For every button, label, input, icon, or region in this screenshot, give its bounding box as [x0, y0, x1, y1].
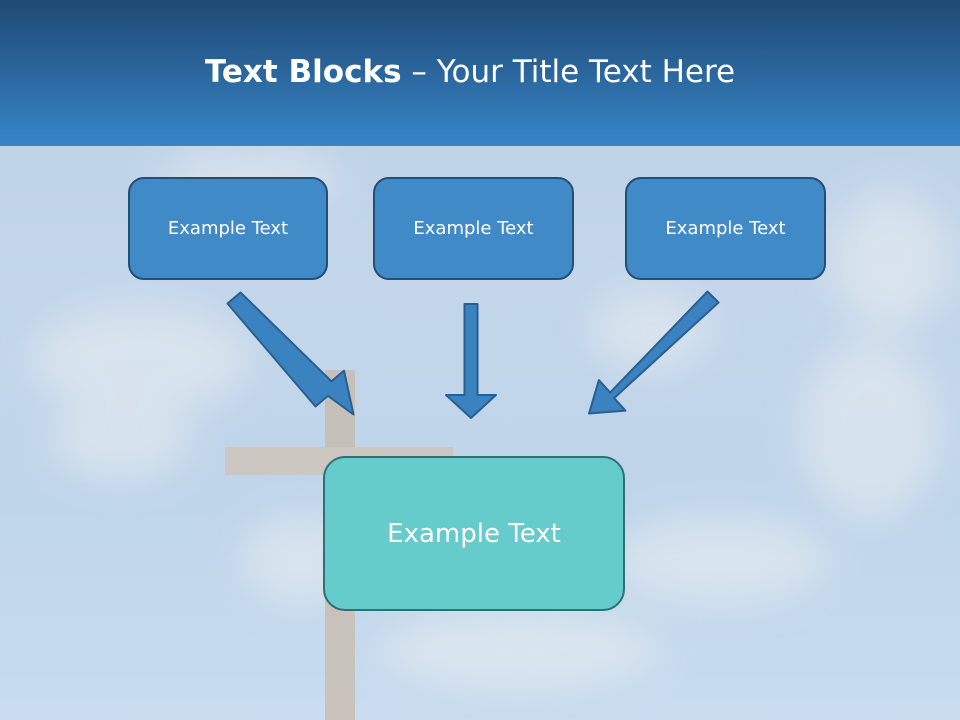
text-block-right[interactable]: Example Text — [625, 177, 826, 280]
text-block-right-label: Example Text — [665, 218, 786, 239]
text-block-middle-label: Example Text — [413, 218, 534, 239]
text-block-left[interactable]: Example Text — [128, 177, 328, 280]
title-bold: Text Blocks — [204, 54, 402, 90]
text-block-center[interactable]: Example Text — [323, 456, 625, 611]
arrow-left-diagonal — [226, 291, 355, 416]
arrow-down — [445, 303, 497, 419]
text-block-middle[interactable]: Example Text — [373, 177, 574, 280]
slide-title: Text Blocks – Your Title Text Here — [0, 54, 940, 90]
title-bar: Text Blocks – Your Title Text Here — [0, 0, 960, 146]
text-block-left-label: Example Text — [167, 218, 289, 239]
text-block-center-label: Example Text — [387, 518, 561, 549]
clouds — [30, 150, 950, 690]
title-rest: – Your Title Text Here — [401, 54, 736, 90]
arrow-right-diagonal — [588, 290, 720, 415]
